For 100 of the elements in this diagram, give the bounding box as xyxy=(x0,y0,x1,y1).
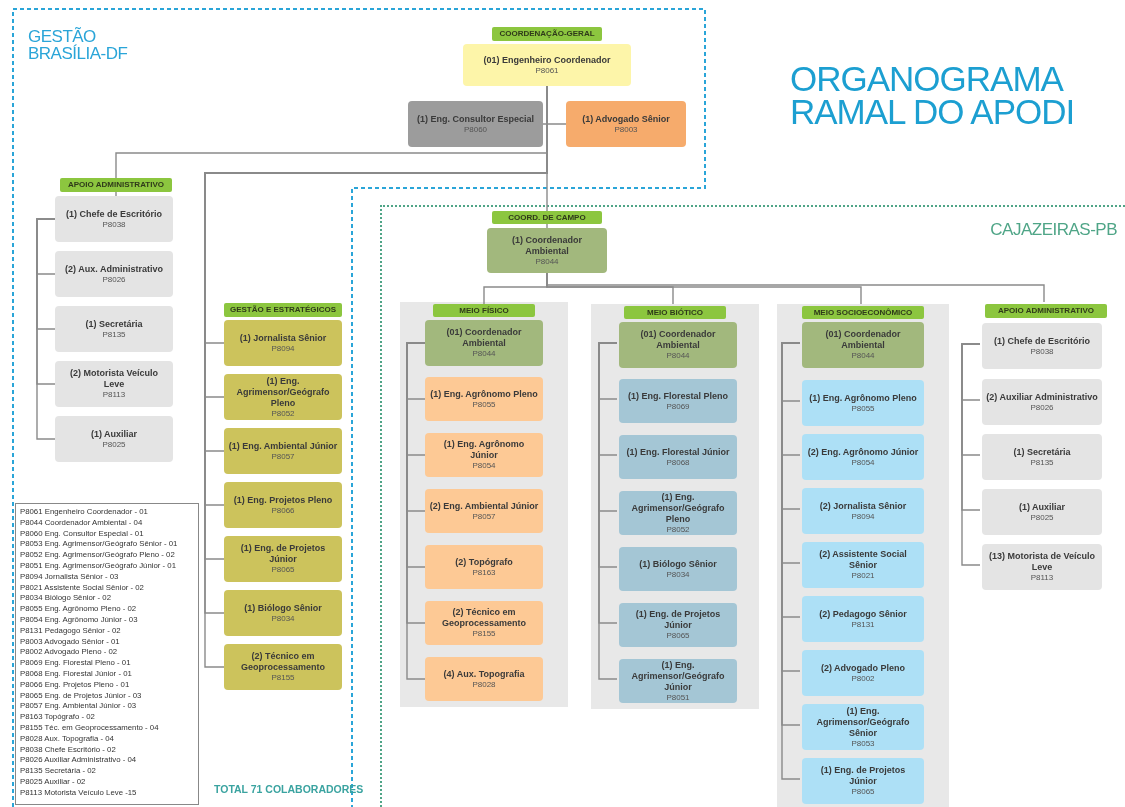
position-code: P8044 xyxy=(472,349,496,359)
role-card xyxy=(224,428,342,474)
column-panel xyxy=(591,304,759,709)
role-card xyxy=(55,416,173,462)
position-code: P8155 xyxy=(472,629,496,639)
position-code: P8025 xyxy=(1030,512,1054,523)
group-tag: COORDENAÇÃO-GERAL xyxy=(492,27,602,41)
position-code: P8021 xyxy=(851,571,875,581)
region-title: GESTÃO BRASÍLIA-DF xyxy=(28,28,128,62)
role-card xyxy=(487,228,607,273)
role-card xyxy=(566,101,686,147)
position-code: P8002 xyxy=(851,673,875,684)
role-name: (2) Aux. Administrativo xyxy=(65,263,163,275)
role-name: (1) Biólogo Sênior xyxy=(639,558,717,570)
role-card xyxy=(619,491,737,535)
role-name: (2) Jornalista Sênior xyxy=(819,500,907,512)
position-code: P8057 xyxy=(271,451,295,462)
column-panel xyxy=(400,302,568,707)
position-code: P8003 xyxy=(614,124,638,135)
position-code: P8055 xyxy=(851,403,875,414)
position-code: P8028 xyxy=(472,679,496,690)
position-code: P8069 xyxy=(666,401,690,412)
role-name: (01) Coordenador Ambiental xyxy=(639,329,717,351)
position-code: P8113 xyxy=(102,390,126,400)
role-card xyxy=(802,322,924,368)
connector-line xyxy=(598,342,618,680)
total-note: TOTAL 71 COLABORADORES xyxy=(214,783,364,795)
role-card xyxy=(802,434,924,480)
role-name: (4) Aux. Topografia xyxy=(443,668,525,680)
role-card xyxy=(619,379,737,423)
role-card xyxy=(619,659,737,703)
role-card xyxy=(425,601,543,645)
role-card xyxy=(619,435,737,479)
position-code: P8155 xyxy=(271,673,295,683)
group-tag: MEIO BIÓTICO xyxy=(624,306,726,319)
role-card xyxy=(224,374,342,420)
role-name: (1) Auxiliar xyxy=(90,428,138,440)
role-card xyxy=(425,489,543,533)
position-code: P8113 xyxy=(1030,573,1054,583)
role-name: (1) Eng. Agrimensor/Geógrafo Sênior xyxy=(815,705,911,739)
position-code: P8034 xyxy=(271,613,295,624)
role-name: (2) Auxiliar Administrativo xyxy=(986,391,1098,403)
role-card xyxy=(802,596,924,642)
role-name: (1) Eng. Agrônomo Pleno xyxy=(809,392,917,404)
group-tag: MEIO SOCIOECONÔMICO xyxy=(802,306,924,319)
position-code: P8034 xyxy=(666,569,690,580)
role-card xyxy=(224,320,342,366)
role-name: (1) Eng. de Projetos Júnior xyxy=(634,609,722,631)
position-code: P8044 xyxy=(535,256,559,267)
role-name: (2) Técnico em Geoprocessamento xyxy=(240,651,326,673)
chart-title: ORGANOGRAMA RAMAL DO APODI xyxy=(790,62,1076,128)
role-name: (1) Eng. Agrimensor/Geógrafo Pleno xyxy=(630,491,726,525)
role-name: (1) Advogado Sênior xyxy=(582,113,670,125)
position-code: P8038 xyxy=(1030,346,1054,357)
position-code: P8135 xyxy=(1030,457,1054,468)
role-card xyxy=(425,377,543,421)
position-code: P8026 xyxy=(1030,402,1054,413)
position-code: P8065 xyxy=(666,631,690,641)
position-code: P8053 xyxy=(851,738,875,749)
role-card xyxy=(224,536,342,582)
role-name: (1) Chefe de Escritório xyxy=(994,335,1090,347)
role-name: (2) Topógrafo xyxy=(455,556,513,568)
position-code: P8065 xyxy=(271,565,295,575)
role-name: (1) Coordenador Ambiental xyxy=(511,234,583,257)
role-name: (1) Eng. Florestal Pleno xyxy=(628,390,728,402)
connector-line xyxy=(406,342,426,680)
role-card xyxy=(55,251,173,297)
role-name: (1) Eng. Projetos Pleno xyxy=(233,494,333,506)
role-name: (1) Secretária xyxy=(1013,446,1071,458)
role-name: (1) Eng. Ambiental Júnior xyxy=(228,440,338,452)
position-code: P8068 xyxy=(666,457,690,468)
group-tag: APOIO ADMINISTRATIVO xyxy=(60,178,172,192)
connector-line xyxy=(546,85,548,212)
role-card xyxy=(408,101,543,147)
role-name: (1) Eng. Agrimensor/Geógrafo Pleno xyxy=(235,375,331,409)
position-code: P8060 xyxy=(463,124,488,135)
position-code: P8044 xyxy=(851,351,875,361)
role-name: (2) Motorista Veículo Leve xyxy=(69,368,159,390)
role-card xyxy=(802,542,924,588)
role-card xyxy=(982,323,1102,369)
role-card xyxy=(224,644,342,690)
role-name: (1) Biólogo Sênior xyxy=(244,602,322,614)
position-code: P8066 xyxy=(271,505,295,516)
role-card xyxy=(802,380,924,426)
role-name: (1) Eng. Florestal Júnior xyxy=(626,446,730,458)
role-name: (1) Chefe de Escritório xyxy=(66,208,162,220)
position-code: P8038 xyxy=(102,219,126,230)
role-name: (1) Jornalista Sênior xyxy=(239,332,327,344)
role-card xyxy=(55,196,173,242)
position-code: P8131 xyxy=(851,619,875,630)
group-tag: GESTÃO E ESTRATÉGICOS xyxy=(224,303,342,317)
role-card xyxy=(425,433,543,477)
group-tag: MEIO FÍSICO xyxy=(433,304,535,317)
role-card xyxy=(55,361,173,407)
position-code: P8057 xyxy=(472,511,496,522)
role-name: (2) Técnico em Geoprocessamento xyxy=(441,607,527,629)
role-name: (1) Eng. Agrônomo Júnior xyxy=(442,439,526,461)
role-name: (13) Motorista de Veículo Leve xyxy=(988,551,1096,573)
position-code: P8054 xyxy=(851,457,875,468)
position-code: P8135 xyxy=(102,329,126,340)
